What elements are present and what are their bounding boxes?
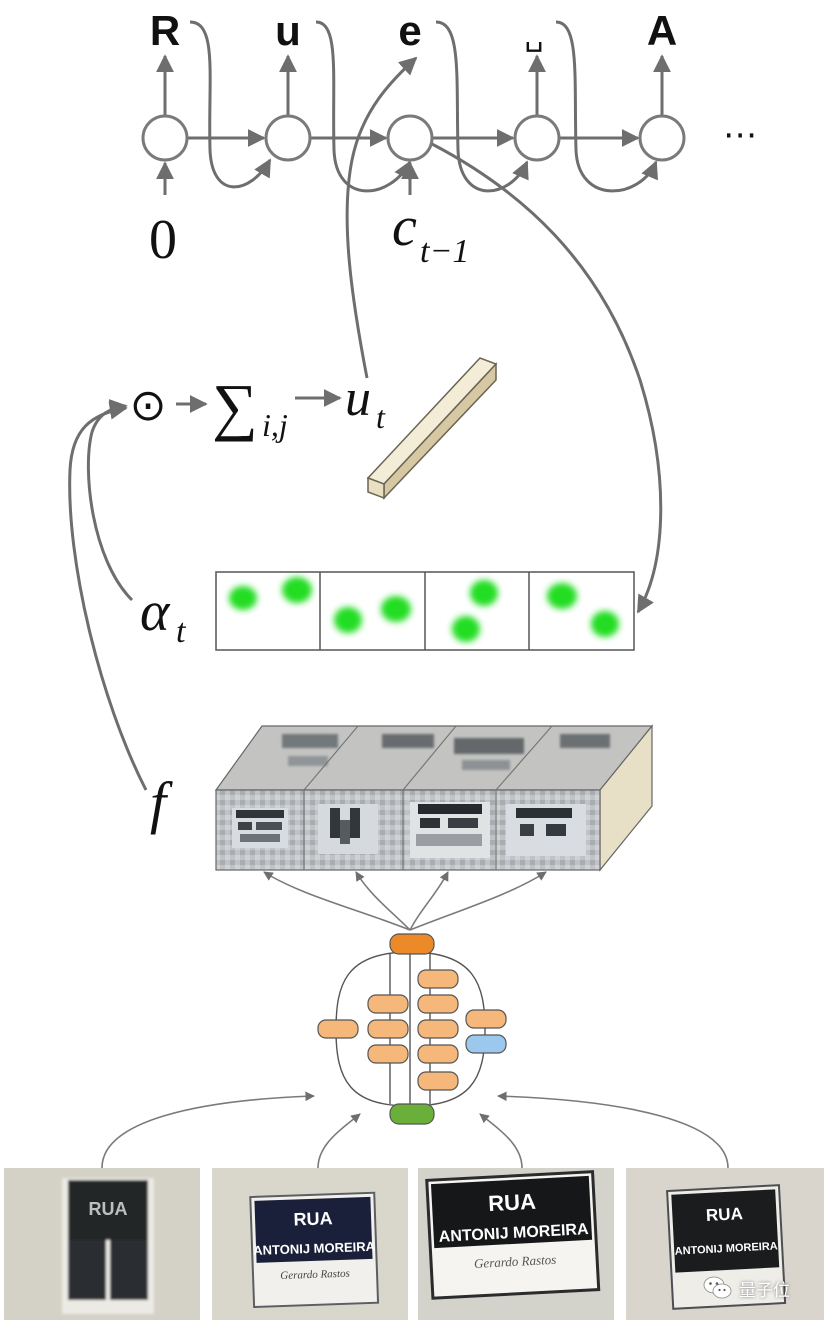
watermark: 量子位 [703,1270,813,1306]
cnn-to-features-arrows [263,871,547,931]
context-subscript: t−1 [420,233,469,270]
alpha-to-product-arrow [86,399,134,602]
input-image-2: RUA ANTONIJ MOREIRA Gerardo Rastos [212,1168,408,1320]
inputs-to-cnn-arrows [101,1091,729,1169]
output-char-5: A [647,7,677,54]
output-char-3: e [398,7,421,54]
output-char-1: R [150,7,180,54]
output-char-2: u [275,7,301,54]
rnn-node-1 [141,114,189,162]
sign-4-line1: RUA [706,1204,744,1225]
input-image-3: RUA ANTONIJ MOREIRA Gerardo Rastos [418,1168,614,1320]
feedback-arrows [189,20,658,193]
sign-3-line1: RUA [488,1189,537,1216]
alpha-label: α [140,581,171,643]
output-char-space: ␣ [524,18,543,53]
input-images: RUA RUA ANTONIJ MOREIRA Gerardo Rastos R… [4,1168,824,1320]
rnn-node-3 [386,114,434,162]
output-arrows [156,54,671,116]
inception-cnn [317,933,507,1125]
sign-1-line1: RUA [89,1199,128,1219]
attention-summation: ⊙ ∑ i,j u t [130,56,498,500]
context-to-decoder-arrow [345,56,418,379]
feature-label: f [150,770,173,835]
feature-to-product-arrow [68,401,148,791]
alpha-subscript: t [176,613,187,650]
input-image-1: RUA [4,1168,200,1320]
context-vector-label: u [345,370,371,427]
initial-input-label: 0 [149,209,177,271]
rnn-node-5 [638,114,686,162]
cnn-input-layer [389,1103,435,1125]
rnn-ellipsis: ⋯ [723,115,757,155]
rnn-node-2 [264,114,312,162]
attention-maps: α t [86,142,663,651]
watermark-text: 量子位 [739,1280,790,1301]
sign-2-line3: Gerardo Rastos [280,1268,350,1282]
rnn-decoder: R u e ␣ A [141,7,757,271]
decoder-to-attention-arrow [431,142,663,614]
sign-2-line2: ANTONIJ MOREIRA [253,1239,376,1258]
sign-3-line3: Gerardo Rastos [474,1252,557,1271]
rnn-nodes [141,114,686,162]
context-vector-bar [366,357,498,500]
context-vector-subscript: t [376,399,386,435]
feature-map-cube: f [68,401,654,872]
sum-symbol: ∑ [212,371,258,442]
context-label: c [392,196,417,258]
sum-subscript: i,j [262,407,288,443]
sign-4-line2: ANTONIJ MOREIRA [674,1240,778,1257]
sign-2-line1: RUA [293,1208,333,1229]
attention-dots [229,577,619,642]
rnn-node-4 [513,114,561,162]
elementwise-product-symbol: ⊙ [130,381,167,430]
cnn-output-layer [389,933,435,955]
wechat-icon [703,1276,732,1299]
